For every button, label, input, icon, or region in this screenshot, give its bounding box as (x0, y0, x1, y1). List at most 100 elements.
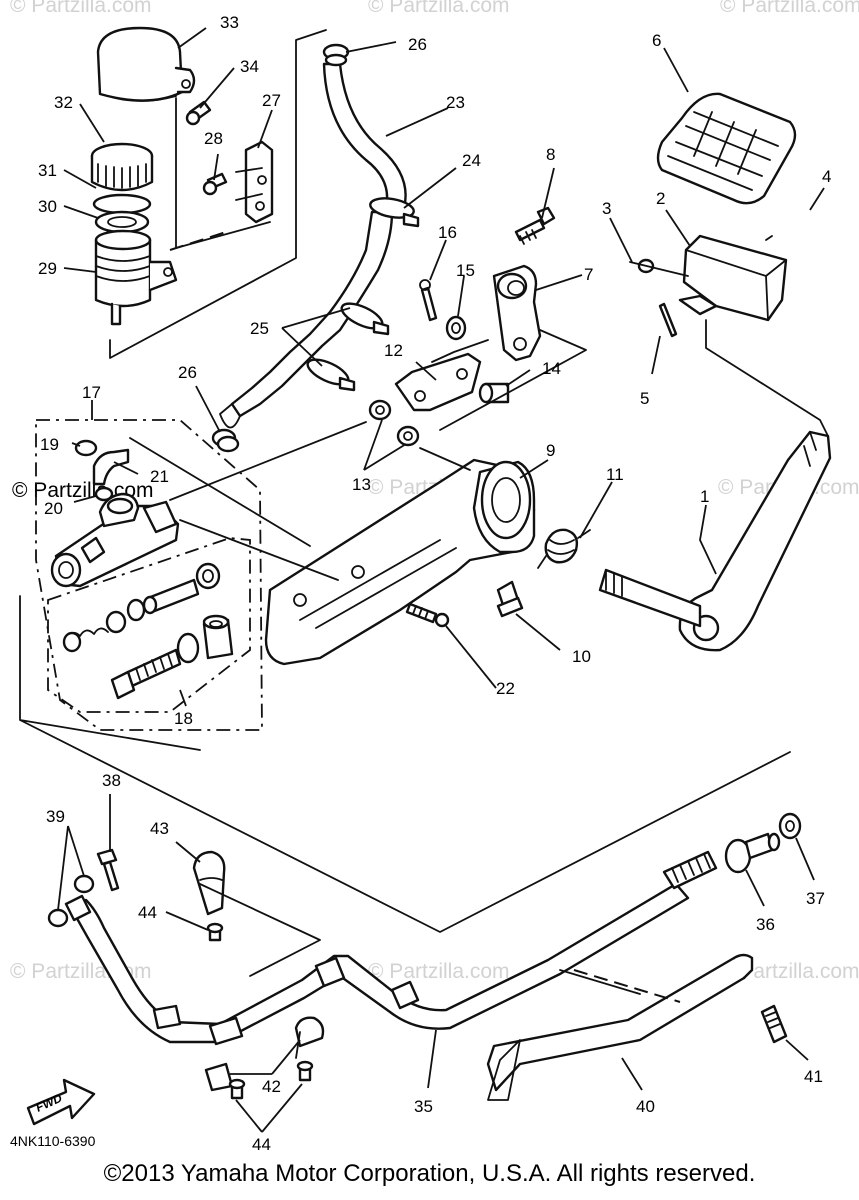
clevis-bracket-line (431, 329, 587, 431)
o-ring-20 (94, 486, 114, 502)
callout-label: 4 (822, 167, 831, 186)
screws-44-lower (228, 1060, 314, 1100)
callout-label: 42 (262, 1077, 281, 1096)
pipe-dash-line (573, 969, 681, 1003)
washer-37 (778, 812, 802, 840)
hose-clamp-lower (306, 358, 356, 392)
watermark: © Partzilla.com (718, 960, 859, 983)
callout-label: 44 (252, 1135, 271, 1154)
foot-pad-6 (656, 92, 797, 205)
callout-label: 27 (262, 91, 281, 110)
callout-label: 3 (602, 199, 611, 218)
pin-14 (478, 382, 510, 404)
screw-44-upper (206, 922, 224, 942)
reservoir-cap-cover (96, 26, 196, 102)
hose-fitting-21 (92, 448, 130, 486)
callout-label: 38 (102, 771, 121, 790)
reservoir-cap (90, 142, 154, 192)
watermark: © Partzilla.com (368, 0, 510, 17)
hose-clip-top (322, 43, 350, 67)
callout-label: 31 (38, 161, 57, 180)
callout-label: 25 (250, 319, 269, 338)
callout-label: 7 (584, 265, 593, 284)
cotter-pin-5 (658, 302, 678, 338)
clevis-12 (394, 352, 482, 412)
reservoir-plate (92, 193, 152, 215)
lower-bracket-line (19, 595, 791, 933)
callout-label: 28 (204, 129, 223, 148)
callout-label: 6 (652, 31, 661, 50)
return-spring-11 (537, 528, 591, 569)
callout-label: 23 (446, 93, 465, 112)
callout-label: 36 (756, 915, 775, 934)
callout-label: 9 (546, 441, 555, 460)
callout-leaders (57, 27, 825, 1133)
cylinder-link-line (129, 437, 339, 581)
fwd-arrow-icon: FWD (26, 1078, 96, 1126)
callout-label: 34 (240, 57, 259, 76)
reservoir-hose (230, 62, 407, 418)
callout-label: 20 (44, 499, 63, 518)
callout-label: 32 (54, 93, 73, 112)
brake-pipe-40 (486, 953, 754, 1101)
callout-label: 1 (700, 487, 709, 506)
hose-clip-19 (74, 439, 98, 457)
bracket-bolt (202, 172, 228, 196)
reservoir-tank (94, 229, 178, 326)
callout-label: 35 (414, 1097, 433, 1116)
master-cylinder-boundary (35, 419, 263, 731)
callout-label: 16 (438, 223, 457, 242)
bolt-10 (496, 580, 524, 618)
bolt-22 (405, 602, 450, 628)
callout-label: 40 (636, 1097, 655, 1116)
callout-label: 41 (804, 1067, 823, 1086)
lower-hose-lines (199, 883, 641, 1059)
bolt-41 (760, 1004, 788, 1044)
callout-label: 13 (352, 475, 371, 494)
callout-label: 15 (456, 261, 475, 280)
callout-label: 11 (606, 465, 624, 484)
reservoir-diaphragm (94, 210, 150, 234)
callout-label: 22 (496, 679, 515, 698)
pedal-pad-bracket-2 (678, 234, 788, 322)
watermark: © Partzilla.com (10, 0, 152, 17)
callout-label: 26 (408, 35, 427, 54)
callout-label: 44 (138, 903, 157, 922)
pedal-link-line (705, 319, 829, 437)
callout-label: 8 (546, 145, 555, 164)
callout-label: 18 (174, 709, 193, 728)
pad-line-4 (629, 235, 773, 277)
callout-numbers: 1 2 3 4 5 6 7 8 9 10 11 12 13 14 15 16 1… (38, 13, 831, 1154)
diagram-code: 4NK110-6390 (10, 1133, 96, 1149)
brake-hose-35 (68, 850, 718, 1046)
washer-15 (445, 315, 467, 341)
callout-label: 21 (150, 467, 169, 486)
callout-label: 26 (178, 363, 197, 382)
banjo-fitting-36 (724, 832, 781, 874)
callout-label: 12 (384, 341, 403, 360)
copyright-notice: ©2013 Yamaha Motor Corporation, U.S.A. A… (103, 1160, 756, 1187)
callout-label: 17 (82, 383, 101, 402)
master-cylinder-body (50, 492, 180, 588)
watermark: © Partzilla.com (720, 0, 859, 17)
gaskets-39 (47, 874, 95, 928)
callout-label: 19 (40, 435, 59, 454)
reservoir-screw (185, 100, 212, 126)
bolt-8 (514, 206, 556, 245)
kit-parts-18 (62, 562, 234, 700)
callout-label: 30 (38, 197, 57, 216)
pedal-arm-7 (492, 264, 542, 362)
rod-line (169, 421, 367, 501)
hose-guide-42 (204, 1016, 325, 1092)
nuts-13 (368, 399, 420, 447)
reservoir-outline-line (109, 29, 327, 359)
callout-label: 39 (46, 807, 65, 826)
hose-clamp-middle (340, 302, 390, 336)
callout-label: 2 (656, 189, 665, 208)
callout-label: 10 (572, 647, 591, 666)
union-bolt-38 (96, 848, 120, 892)
pedal-bracket-9 (264, 447, 536, 666)
watermark: © Partzilla.com (368, 960, 510, 983)
callout-label: 24 (462, 151, 481, 170)
